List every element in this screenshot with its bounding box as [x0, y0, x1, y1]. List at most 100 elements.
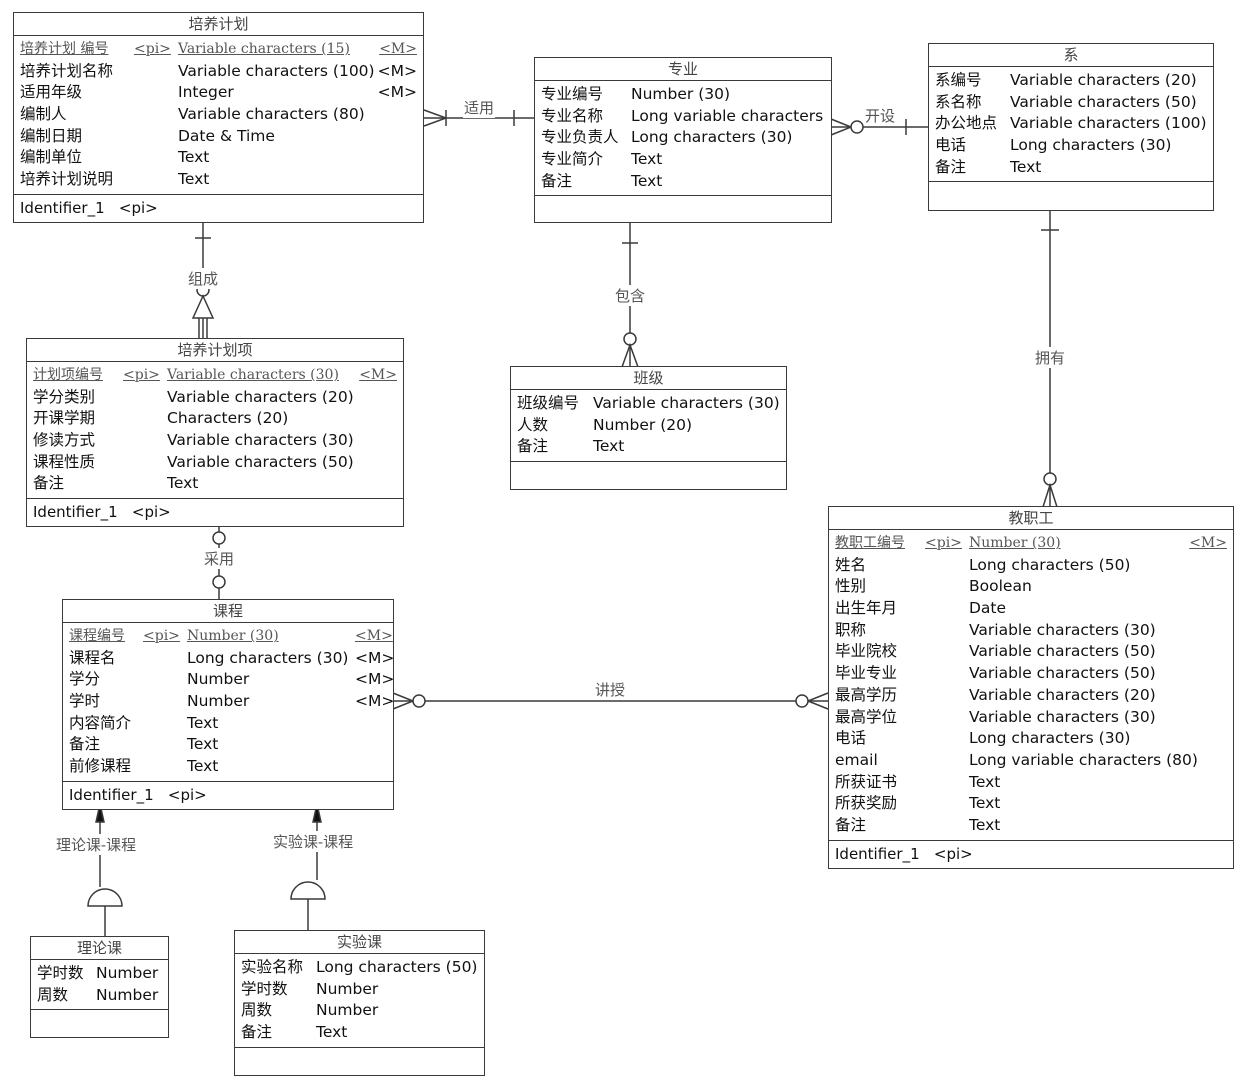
attr-type: Variable characters (80)	[178, 105, 365, 124]
attr-type: Long characters (30)	[969, 729, 1131, 748]
attr-name: 课程编号	[69, 628, 125, 644]
attr-type: Variable characters (100)	[1010, 114, 1207, 133]
attr-name: 班级编号	[517, 394, 580, 412]
identifier-row: Identifier_1 <pi>	[835, 844, 973, 863]
attr-type: Variable characters (15)	[178, 41, 350, 57]
attribute-row: 编制人 Variable characters (80)	[20, 104, 417, 126]
primary-key-row: 教职工编号 <pi> Number (30) <M>	[835, 533, 1227, 555]
attr-type: Text	[167, 474, 199, 493]
attr-name: 备注	[241, 1023, 273, 1042]
attr-type: Long characters (30)	[1010, 136, 1172, 155]
attr-type: Variable characters (100)	[178, 61, 375, 80]
mandatory-marker: <M>	[377, 83, 417, 102]
attr-name: email	[835, 750, 878, 769]
attr-type: Number	[187, 670, 250, 689]
link-yongyou[interactable]	[1041, 210, 1059, 508]
attr-type: Variable characters (30)	[167, 431, 354, 450]
attr-type: Long characters (50)	[969, 555, 1131, 574]
link-baohan[interactable]	[621, 222, 639, 368]
attr-name: 学时数	[37, 964, 84, 982]
attr-name: 备注	[541, 171, 573, 190]
attr-name: 出生年月	[835, 599, 898, 618]
entity-title: 班级	[511, 367, 786, 390]
link-shiyanke-kecheng[interactable]	[290, 803, 326, 930]
attribute-row: 职称 Variable characters (30)	[835, 620, 1227, 642]
mandatory-marker: <M>	[355, 628, 393, 644]
entity-peiyang-jihua[interactable]: 培养计划 培养计划 编号 <pi> Variable characters (1…	[13, 12, 424, 223]
pi-marker: <pi>	[134, 41, 171, 57]
mandatory-marker: <M>	[359, 367, 397, 383]
attr-name: 培养计划 编号	[20, 41, 109, 57]
attr-name: 最高学位	[835, 707, 898, 726]
attr-type: Long variable characters (80)	[969, 750, 1198, 769]
attr-type: Number	[316, 979, 379, 998]
entity-peiyang-jihua-xiang[interactable]: 培养计划项 计划项编号 <pi> Variable characters (30…	[26, 338, 404, 528]
attr-name: 备注	[835, 815, 867, 834]
attr-type: Text	[1010, 157, 1042, 176]
rel-label-shiyanke-kecheng: 实验课-课程	[272, 831, 355, 852]
attr-type: Number (30)	[187, 628, 279, 644]
attr-name: 课程名	[69, 648, 116, 667]
entity-title: 实验课	[235, 931, 484, 954]
attr-type: Number (30)	[631, 85, 731, 103]
link-shiyong[interactable]	[423, 109, 535, 127]
attr-name: 人数	[517, 415, 549, 434]
link-lilunke-kecheng[interactable]	[87, 803, 123, 937]
entity-title: 课程	[63, 600, 393, 623]
attr-name: 备注	[33, 474, 65, 493]
attr-name: 前修课程	[69, 757, 132, 776]
attr-name: 编制日期	[20, 126, 83, 145]
attr-type: Variable characters (50)	[1010, 92, 1197, 111]
attr-name: 职称	[835, 620, 867, 639]
attr-type: Variable characters (20)	[969, 685, 1156, 704]
attribute-row: email Long variable characters (80)	[835, 750, 1227, 772]
link-jiangshou[interactable]	[392, 692, 829, 710]
attr-type: Text	[187, 735, 219, 754]
attr-type: Text	[187, 713, 219, 732]
attr-type: Number (30)	[969, 535, 1061, 551]
attr-name: 编制人	[20, 105, 67, 124]
entity-title: 教职工	[829, 507, 1233, 530]
attr-type: Number (20)	[593, 415, 693, 434]
link-kaishe[interactable]	[830, 118, 929, 136]
attr-type: Long variable characters	[631, 106, 824, 125]
attribute-row: 人数 Number (20)	[517, 415, 780, 437]
rel-label-baohan: 包含	[614, 285, 647, 306]
attr-name: 最高学历	[835, 685, 898, 704]
attr-type: Long characters (30)	[187, 648, 349, 667]
attr-type: Number	[96, 985, 159, 1004]
attr-name: 备注	[935, 157, 967, 176]
entity-title: 理论课	[31, 937, 168, 960]
attr-type: Variable characters (30)	[969, 620, 1156, 639]
attr-type: Variable characters (30)	[969, 707, 1156, 726]
